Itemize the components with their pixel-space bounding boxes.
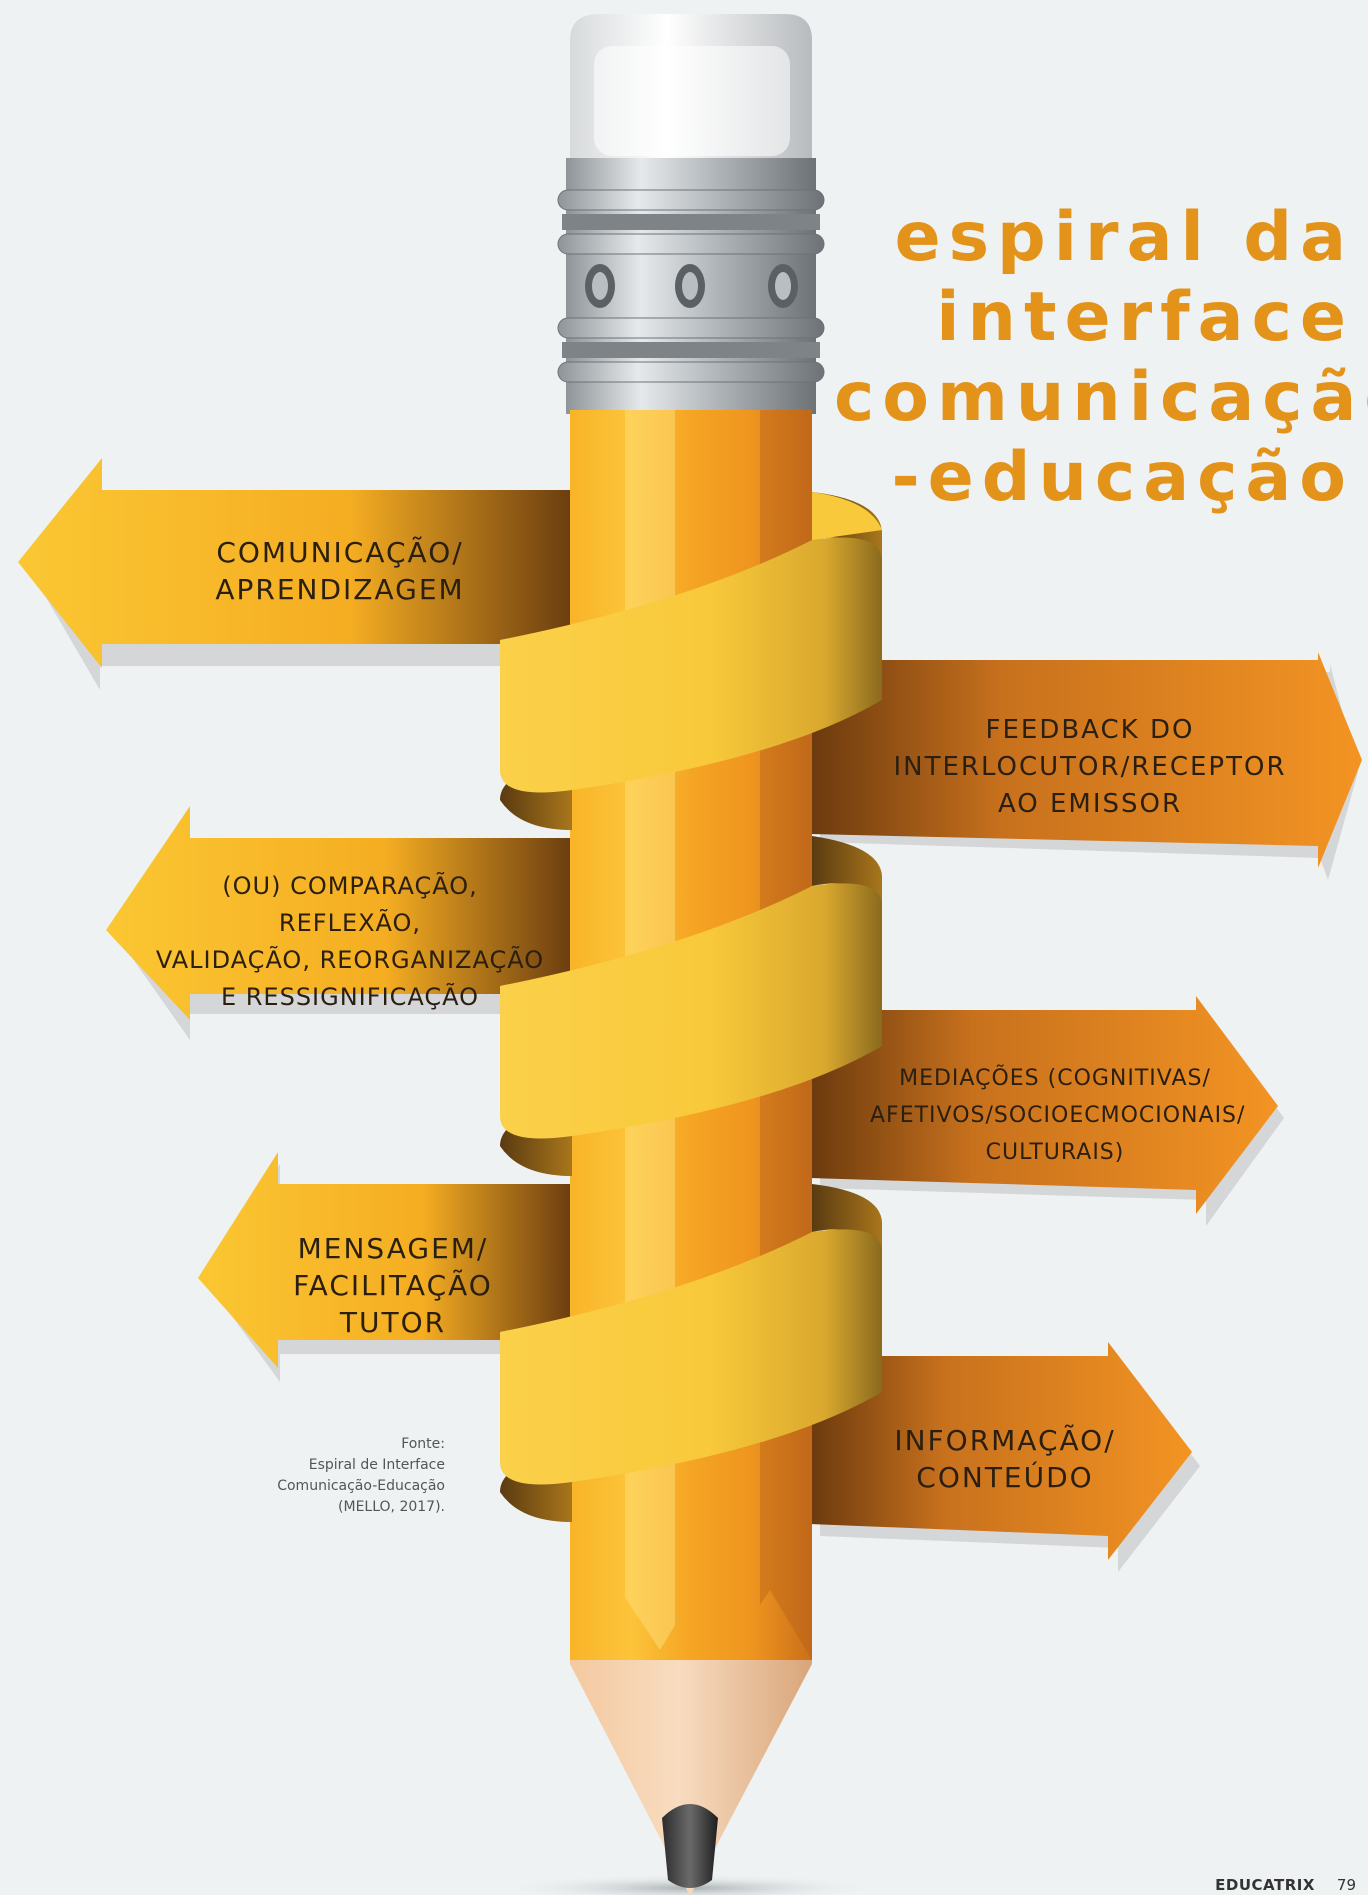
source-line-2: Espiral de Interface <box>308 1457 445 1473</box>
title-line-4: -educação <box>891 438 1354 517</box>
right-arrow-3 <box>810 1342 1200 1572</box>
ribbon-band-3 <box>500 1229 882 1485</box>
page-footer: EDUCATRIX 79 <box>1215 1874 1356 1895</box>
right-arrow-3-line-2: CONTEÚDO <box>916 1461 1094 1494</box>
left-arrow-2-line-1: (OU) COMPARAÇÃO, REFLEXÃO, <box>222 872 478 937</box>
page-number: 79 <box>1336 1875 1356 1894</box>
left-arrow-1-line-2: APRENDIZAGEM <box>215 573 465 606</box>
diagram-title: espiral da interface comunicação -educaç… <box>834 198 1368 518</box>
right-arrow-label-2: MEDIAÇÕES (COGNITIVAS/ AFETIVOS/SOCIOECM… <box>870 1060 1246 1171</box>
pencil-wood-tip <box>570 1660 812 1895</box>
title-line-3: comunicação <box>834 358 1368 437</box>
right-arrow-3-line-1: INFORMAÇÃO/ <box>894 1424 1116 1457</box>
left-arrow-3-line-1: MENSAGEM/ <box>297 1232 489 1265</box>
pencil <box>500 14 882 1895</box>
right-arrow-2-line-1: MEDIAÇÕES (COGNITIVAS/ <box>899 1066 1211 1091</box>
right-arrow-1-line-2: INTERLOCUTOR/RECEPTOR <box>893 752 1287 782</box>
left-arrow-3 <box>198 1152 580 1382</box>
title-line-1: espiral da <box>894 198 1354 277</box>
left-arrow-2-line-2: VALIDAÇÃO, REORGANIZAÇÃO <box>155 946 545 974</box>
source-line-3: Comunicação-Educação <box>277 1478 445 1494</box>
right-arrow-2-line-3: CULTURAIS) <box>985 1140 1125 1165</box>
ferrule <box>557 158 825 414</box>
left-arrow-2 <box>106 806 580 1040</box>
right-arrow-1 <box>810 652 1362 880</box>
source-line-4: (MELLO, 2017). <box>338 1499 445 1515</box>
right-arrow-label-1: FEEDBACK DO INTERLOCUTOR/RECEPTOR AO EMI… <box>880 712 1300 823</box>
left-arrow-label-1: COMUNICAÇÃO/ APRENDIZAGEM <box>120 534 560 608</box>
ribbon-band-1 <box>500 537 882 793</box>
left-arrow-2-line-3: E RESSIGNIFICAÇÃO <box>220 983 480 1011</box>
title-line-2: interface <box>936 278 1354 357</box>
left-arrow-3-line-2: FACILITAÇÃO TUTOR <box>293 1269 493 1339</box>
left-arrow-1 <box>18 458 580 690</box>
right-arrow-1-line-1: FEEDBACK DO <box>985 715 1195 745</box>
source-caption: Fonte: Espiral de Interface Comunicação-… <box>250 1434 445 1518</box>
left-arrow-label-3: MENSAGEM/ FACILITAÇÃO TUTOR <box>258 1230 528 1341</box>
pencil-lead <box>662 1804 718 1888</box>
brand-name: EDUCATRIX <box>1215 1875 1315 1894</box>
left-arrow-label-2: (OU) COMPARAÇÃO, REFLEXÃO, VALIDAÇÃO, RE… <box>150 868 550 1016</box>
ribbon-band-2 <box>500 883 882 1139</box>
left-arrow-1-line-1: COMUNICAÇÃO/ <box>216 536 464 569</box>
right-arrow-label-3: INFORMAÇÃO/ CONTEÚDO <box>880 1422 1130 1496</box>
right-arrow-2 <box>810 996 1284 1226</box>
right-arrow-2-line-2: AFETIVOS/SOCIOECMOCIONAIS/ <box>870 1103 1246 1128</box>
right-arrow-1-line-3: AO EMISSOR <box>997 789 1183 819</box>
source-line-1: Fonte: <box>401 1436 445 1452</box>
